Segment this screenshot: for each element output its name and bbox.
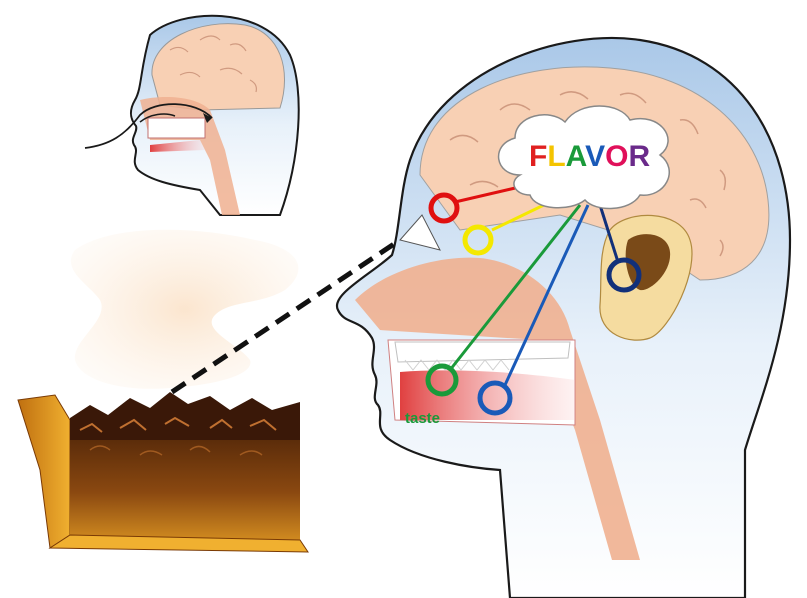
taste-label: taste: [405, 410, 440, 427]
flavor-letter-l: L: [547, 140, 565, 173]
flavor-letter-o: O: [605, 140, 628, 173]
flavor-letter-f: F: [529, 140, 547, 173]
flavor-letter-v: V: [585, 140, 605, 173]
taste-ring: [425, 363, 459, 397]
smell-receptor-ring: [428, 192, 460, 224]
flavor-letter-r: R: [628, 140, 650, 173]
flavor-title: FLAVOR: [529, 140, 650, 173]
flavor-cloud-icon: [498, 105, 670, 210]
eye-icon: [399, 214, 441, 251]
pie-icon: [17, 392, 309, 553]
vision-ring: [462, 224, 494, 256]
hearing-ring: [606, 257, 642, 293]
head-small-icon: [84, 14, 300, 216]
texture-ring: [477, 380, 513, 416]
sensor-rings: [425, 192, 642, 416]
flavor-letter-a: A: [566, 140, 587, 173]
aroma-path-line: [170, 237, 402, 395]
steam-icon: [70, 229, 299, 389]
